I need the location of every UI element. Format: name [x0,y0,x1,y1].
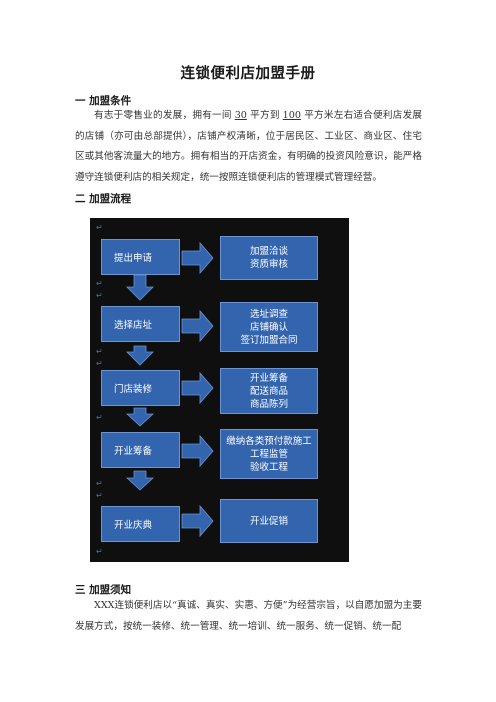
detail-box-4: 缴纳各类预付款施工 工程监管 验收工程 [220,429,318,479]
return-mark: ↵ [96,291,103,300]
detail-2-1: 选址调查 [249,308,288,320]
step-box-apply: 提出申请 [101,239,180,275]
return-mark: ↵ [96,479,103,488]
down-arrow-1 [126,274,154,301]
flowchart: 提出申请 选择店址 门店装修 开业筹备 开业庆典 加盟洽谈 资质审核 选址调查 … [90,218,349,562]
down-arrow-4 [125,470,155,491]
document-title: 连锁便利店加盟手册 [180,66,316,82]
intro-part-b: 平方到 [249,110,280,121]
right-arrow-1 [181,241,214,275]
detail-1-1: 加盟洽谈 [249,246,288,257]
return-mark: ↵ [96,413,103,422]
detail-3-2: 配送商品 [249,385,288,397]
detail-box-5: 开业促销 [220,499,318,543]
detail-1-2: 资质审核 [249,259,288,270]
down-arrow-2 [126,345,154,366]
detail-box-1: 加盟洽谈 资质审核 [220,236,318,280]
down-arrow-3 [125,407,155,427]
detail-3-1: 开业筹备 [249,372,288,384]
return-mark: ↵ [96,547,103,556]
right-arrow-3 [181,371,214,405]
min-area: 30 [234,110,247,121]
detail-4-1: 缴纳各类预付款施工 [226,435,312,447]
return-mark: ↵ [96,223,103,232]
max-area: 100 [282,110,301,121]
right-arrow-5 [181,504,214,538]
step-box-opening: 开业庆典 [101,506,180,542]
intro-part-c: 平方米左右适合便利店发展的店铺（亦可由总部提供），店铺产权清晰，位于居民区、工业… [75,110,423,183]
detail-5-1: 开业促销 [249,515,288,527]
return-mark: ↵ [96,491,103,500]
step-box-site: 选择店址 [101,306,180,342]
detail-box-2: 选址调查 店铺确认 签订加盟合同 [220,302,318,352]
right-arrow-4 [181,434,214,468]
detail-4-3: 验收工程 [249,461,288,473]
step-box-preparation: 开业筹备 [101,432,180,468]
detail-3-3: 商品陈列 [249,398,288,410]
step-box-renovation: 门店装修 [101,370,180,406]
section3-text: XXX连锁便利店以“真诚、真实、实惠、方便”为经营宗旨，以自愿加盟为主要发展方式… [75,600,422,632]
return-mark: ↵ [96,347,103,356]
return-mark: ↵ [96,359,103,368]
intro-part-a: 有志于零售业的发展，拥有一间 [94,110,232,121]
section3-heading: 三 加盟须知 [75,584,132,596]
flowchart-arrows [125,241,214,538]
section3-paragraph: XXX连锁便利店以“真诚、真实、实惠、方便”为经营宗旨，以自愿加盟为主要发展方式… [75,596,422,637]
detail-2-2: 店铺确认 [249,321,288,333]
right-arrow-2 [181,309,214,343]
detail-box-3: 开业筹备 配送商品 商品陈列 [220,368,318,414]
section2-heading: 二 加盟流程 [75,193,132,205]
detail-2-3: 签订加盟合同 [240,334,298,346]
section1-heading: 一 加盟条件 [75,95,132,107]
return-mark: ↵ [96,279,103,288]
detail-4-2: 工程监管 [249,448,288,460]
